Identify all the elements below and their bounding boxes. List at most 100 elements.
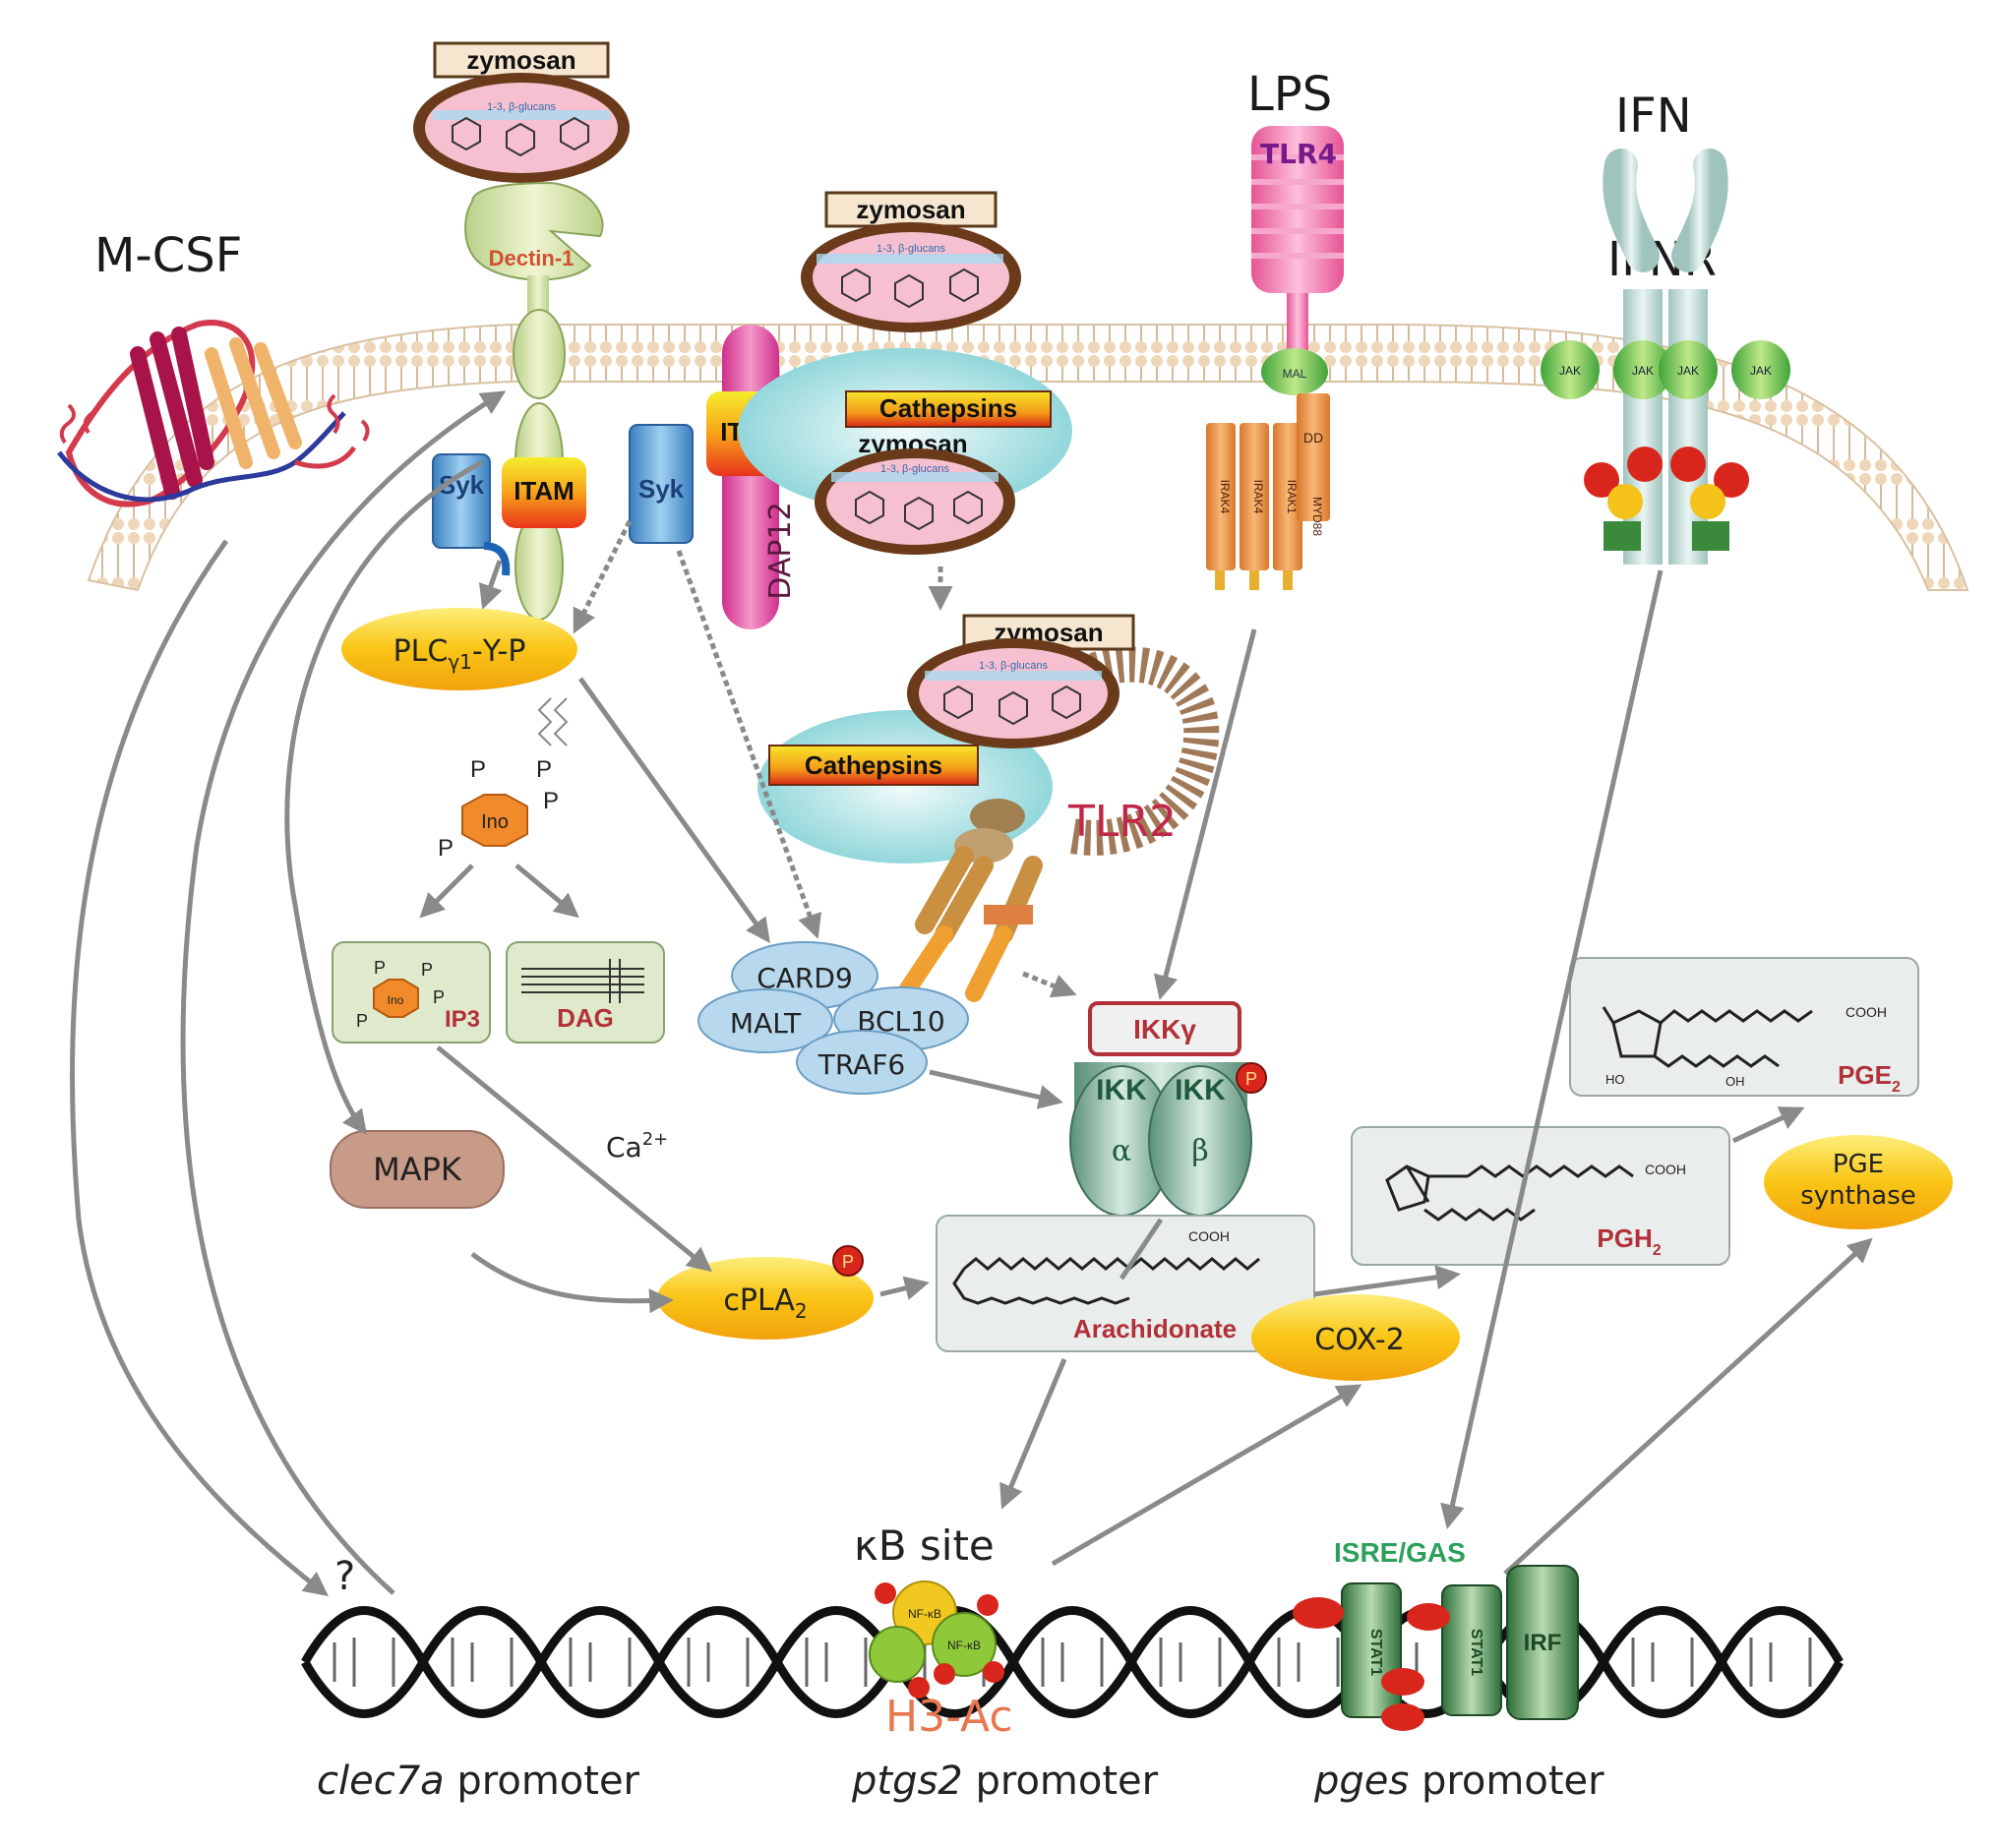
- svg-text:Ino: Ino: [388, 993, 404, 1007]
- svg-text:PGE2: PGE2: [1838, 1060, 1901, 1096]
- card9-complex: CARD9 MALT BCL10 TRAF6: [697, 941, 969, 1095]
- svg-text:COOH: COOH: [1188, 1228, 1230, 1244]
- svg-text:IKK: IKK: [1175, 1074, 1226, 1106]
- svg-text:synthase: synthase: [1800, 1181, 1916, 1211]
- svg-text:HO: HO: [1605, 1072, 1625, 1087]
- clec7a-promoter-label: clec7a promoter: [317, 1759, 640, 1804]
- svg-text:DAP12: DAP12: [763, 502, 798, 599]
- arrow-traf6-to-ikk: [929, 1069, 1063, 1109]
- svg-text:DD: DD: [1303, 430, 1323, 446]
- cox2-oval: COX-2: [1251, 1294, 1460, 1381]
- svg-text:P: P: [438, 835, 454, 862]
- mcsf-protein-structure: [57, 320, 370, 507]
- svg-text:COOH: COOH: [1846, 1004, 1887, 1020]
- svg-text:OH: OH: [1725, 1074, 1745, 1089]
- svg-text:JAK: JAK: [1632, 364, 1654, 378]
- svg-text:1-3, β-glucans: 1-3, β-glucans: [979, 660, 1048, 672]
- svg-text:PGH2: PGH2: [1597, 1223, 1661, 1259]
- arrow-mapk-to-cpla2: [470, 1251, 674, 1314]
- pgh2-box: COOH PGH2: [1351, 1126, 1730, 1266]
- svg-text:MAL: MAL: [1283, 367, 1307, 381]
- nfkb-complex: NF-κB NF-κB: [869, 1580, 1004, 1699]
- inositol-phosphate: Ino P P P P: [438, 756, 559, 862]
- svg-text:JAK: JAK: [1559, 364, 1581, 378]
- svg-text:COX-2: COX-2: [1314, 1323, 1405, 1357]
- arrow-ip3-to-cpla2: [436, 1045, 712, 1273]
- svg-text:DAG: DAG: [557, 1003, 614, 1033]
- svg-text:MAPK: MAPK: [373, 1151, 462, 1188]
- svg-text:PLCγ1-Y-P: PLCγ1-Y-P: [393, 634, 526, 674]
- svg-text:MYD88: MYD88: [1310, 497, 1324, 536]
- svg-text:Cathepsins: Cathepsins: [879, 393, 1017, 423]
- tlr2-receptor: [896, 799, 1043, 1002]
- mapk-box: MAPK: [330, 1130, 505, 1209]
- svg-text:JAK: JAK: [1750, 364, 1772, 378]
- phagosome-top: Cathepsins zymosan 1-3, β-glucans: [738, 348, 1072, 555]
- pge-synthase-oval: PGE synthase: [1764, 1135, 1953, 1229]
- svg-text:STAT1: STAT1: [1468, 1629, 1484, 1676]
- arrow-mcsf-to-clec7a: [70, 539, 329, 1597]
- arrow-syk2-to-card9: [676, 550, 822, 939]
- syk-left: Syk: [432, 453, 511, 576]
- svg-text:JAK: JAK: [1677, 364, 1699, 378]
- mcsf-label: M-CSF: [94, 228, 242, 283]
- svg-text:IRAK4: IRAK4: [1218, 480, 1232, 514]
- arrow-cpla2-to-arachidonate: [879, 1276, 930, 1300]
- cpla2-oval: cPLA2 P: [657, 1245, 874, 1340]
- svg-text:zymosan: zymosan: [856, 195, 965, 224]
- zymosan-particle-membrane: zymosan 1-3, β-glucans: [801, 191, 1021, 332]
- ifn-label: IFN: [1615, 89, 1692, 144]
- arrow-ikk-to-kb: [1119, 1218, 1164, 1281]
- arrow-arachidonate-to-pgh2: [1313, 1265, 1461, 1297]
- svg-text:Ino: Ino: [481, 811, 509, 833]
- svg-text:IRAK1: IRAK1: [1285, 480, 1299, 514]
- arrow-ino-to-dag: [514, 864, 579, 919]
- plc-gamma1-oval: PLCγ1-Y-P: [341, 608, 577, 690]
- svg-text:cPLA2: cPLA2: [723, 1283, 807, 1323]
- kb-site-label: κB site: [854, 1521, 995, 1570]
- svg-text:Syk: Syk: [638, 474, 685, 504]
- arrow-clec7a-to-dectin: [180, 390, 507, 1595]
- svg-text:1-3, β-glucans: 1-3, β-glucans: [880, 463, 949, 475]
- svg-text:α: α: [1112, 1134, 1131, 1168]
- svg-text:COOH: COOH: [1645, 1162, 1686, 1177]
- dag-box: DAG: [506, 941, 665, 1043]
- svg-text:P: P: [470, 756, 486, 783]
- arachidonate-box: COOH Arachidonate: [936, 1215, 1315, 1352]
- svg-text:IKK: IKK: [1096, 1074, 1147, 1106]
- svg-text:TRAF6: TRAF6: [817, 1048, 906, 1081]
- arrow-kb-to-cox2: [1051, 1384, 1362, 1567]
- svg-text:P: P: [543, 788, 559, 814]
- svg-text:IRAK4: IRAK4: [1251, 480, 1265, 514]
- ip3-box: Ino P P P P IP3: [332, 941, 491, 1043]
- ifnr-phospho-stat: [1584, 447, 1749, 551]
- svg-text:P: P: [1245, 1069, 1257, 1089]
- isre-gas-label: ISRE/GAS: [1334, 1537, 1466, 1568]
- pge2-box: COOH HO OH PGE2: [1569, 957, 1919, 1097]
- svg-text:TLR4: TLR4: [1260, 138, 1337, 170]
- arrow-syk2-to-plc: [573, 519, 633, 634]
- itam-left: ITAM: [502, 457, 586, 528]
- svg-text:IKKγ: IKKγ: [1133, 1014, 1196, 1044]
- svg-text:P: P: [374, 958, 386, 978]
- ptgs2-promoter-label: ptgs2 promoter: [851, 1759, 1159, 1804]
- svg-text:IRF: IRF: [1524, 1630, 1562, 1656]
- svg-text:MALT: MALT: [730, 1007, 802, 1040]
- lps-label: LPS: [1247, 67, 1332, 122]
- stat1-irf-complex: STAT1 STAT1 IRF: [1293, 1565, 1579, 1731]
- calcium-label: Ca2+: [606, 1129, 668, 1163]
- svg-text:NF-κB: NF-κB: [947, 1639, 981, 1652]
- svg-text:P: P: [421, 960, 433, 980]
- svg-text:Arachidonate: Arachidonate: [1073, 1314, 1237, 1343]
- svg-text:PGE: PGE: [1833, 1150, 1884, 1179]
- arrow-plc-to-card9: [577, 677, 770, 944]
- pges-promoter-label: pges promoter: [1313, 1759, 1604, 1804]
- svg-text:IP3: IP3: [445, 1006, 480, 1033]
- tlr2-label: TLR2: [1067, 797, 1177, 847]
- arrow-tlr2-to-ikk: [1022, 971, 1077, 998]
- svg-text:ITAM: ITAM: [514, 476, 575, 506]
- jak-kinases: JAK JAK JAK JAK: [1541, 340, 1790, 399]
- svg-text:P: P: [536, 756, 552, 783]
- unknown-mechanism-label: ?: [334, 1554, 355, 1599]
- svg-text:P: P: [356, 1011, 368, 1031]
